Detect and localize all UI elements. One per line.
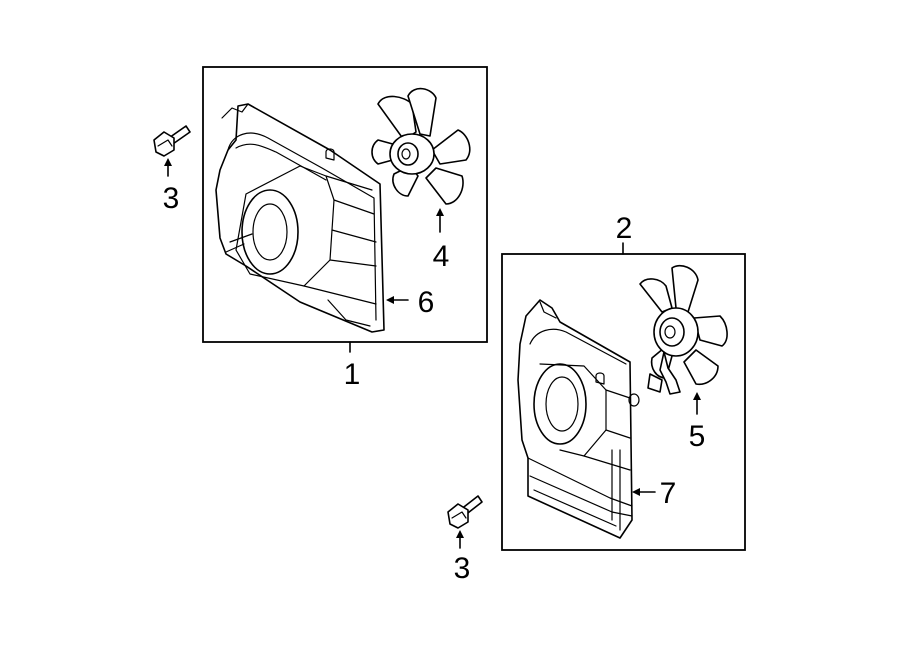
bolt-bottom [447, 495, 483, 529]
fan-blade-5-callout: 5 [689, 420, 706, 453]
shroud-7-callout: 7 [660, 477, 677, 510]
fan-shroud-6 [215, 103, 385, 333]
bolt-left [153, 125, 191, 157]
shroud-6-callout: 6 [418, 286, 435, 319]
assembly-1-callout: 1 [344, 358, 361, 391]
fan-blade-4-callout: 4 [433, 240, 450, 273]
assembly-2-callout: 2 [616, 212, 633, 245]
fan-blade-5 [639, 264, 728, 395]
bolt-bottom-callout: 3 [454, 552, 471, 585]
assembly-1-frame [202, 66, 488, 343]
bolt-left-callout: 3 [163, 182, 180, 215]
fan-shroud-7 [517, 299, 640, 539]
fan-blade-4 [371, 87, 471, 205]
